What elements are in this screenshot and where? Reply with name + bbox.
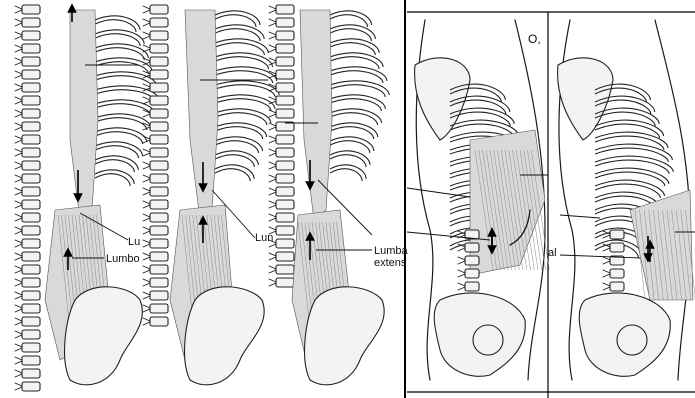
label-al: al <box>548 247 557 259</box>
label-o: O, <box>528 33 541 45</box>
panel-a-spine <box>15 5 159 391</box>
label-lun: Lun <box>255 232 273 244</box>
panel-c-spine <box>269 5 389 385</box>
label-lumba: Lumba <box>374 245 408 257</box>
panel-b-spine <box>143 5 279 385</box>
label-lumbo: Lumbo <box>106 253 140 265</box>
label-extens: extens <box>374 257 406 269</box>
panel-e-torso <box>558 20 695 380</box>
panel-d-torso <box>407 20 549 380</box>
label-lu: Lu <box>128 236 140 248</box>
